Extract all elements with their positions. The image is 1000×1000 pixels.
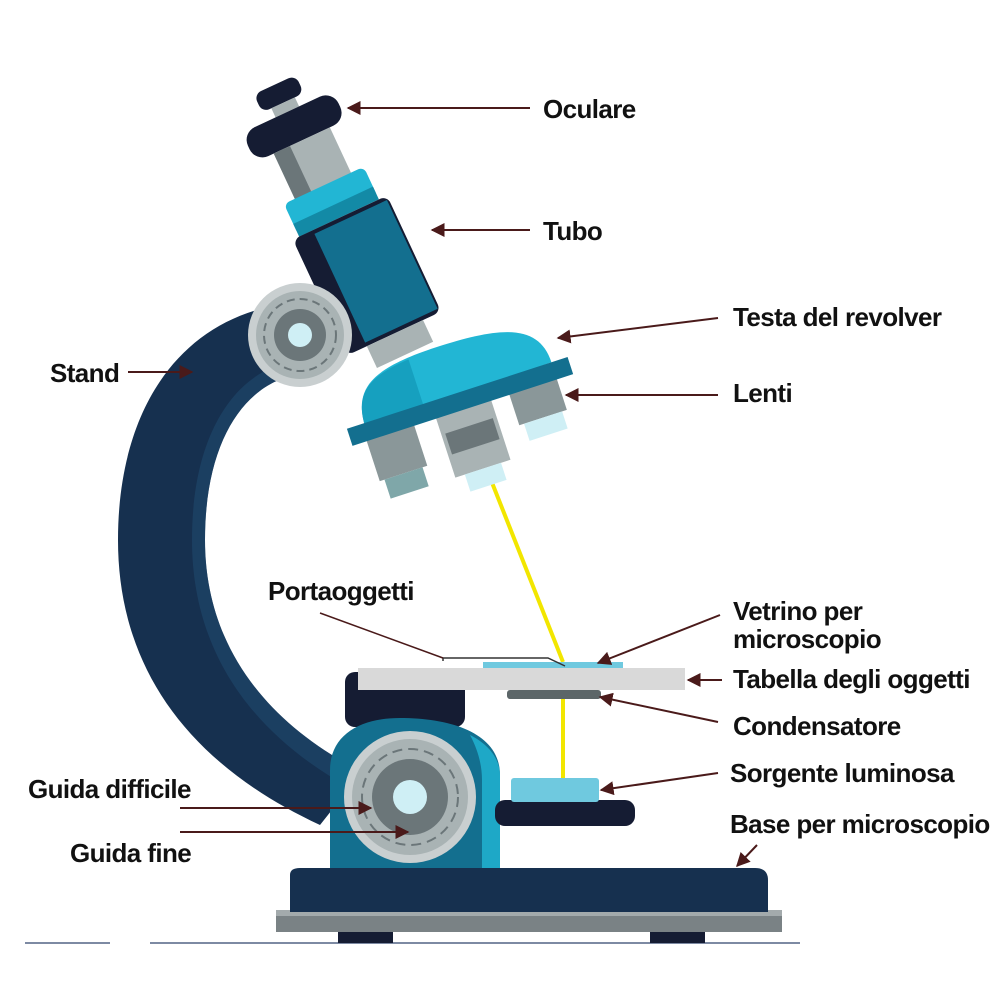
focus-knob[interactable] <box>344 731 476 863</box>
label-vetrino-line1: Vetrino per <box>733 596 863 626</box>
label-tabella: Tabella degli oggetti <box>686 664 970 694</box>
label-portaoggetti: Portaoggetti <box>268 576 444 659</box>
microscope-base <box>276 868 782 943</box>
label-tubo-text: Tubo <box>543 216 602 246</box>
label-portaoggetti-text: Portaoggetti <box>268 576 414 606</box>
label-oculare: Oculare <box>346 94 636 124</box>
label-condensatore-text: Condensatore <box>733 711 901 741</box>
revolver-assembly <box>346 332 574 499</box>
label-stand-text: Stand <box>50 358 119 388</box>
label-vetrino-line2: microscopio <box>733 624 881 654</box>
label-guida-difficile: Guida difficile <box>28 774 373 815</box>
light-ray <box>485 469 565 780</box>
label-vetrino: Vetrino per microscopio <box>596 596 882 665</box>
label-guida-fine: Guida fine <box>70 825 410 868</box>
label-tabella-text: Tabella degli oggetti <box>733 664 970 694</box>
label-guida-fine-text: Guida fine <box>70 838 191 868</box>
label-testa-revolver-text: Testa del revolver <box>733 302 942 332</box>
label-stand: Stand <box>50 358 194 388</box>
label-oculare-text: Oculare <box>543 94 636 124</box>
label-guida-difficile-text: Guida difficile <box>28 774 191 804</box>
label-base: Base per microscopio <box>730 809 990 868</box>
label-lenti: Lenti <box>564 378 793 408</box>
label-tubo: Tubo <box>430 216 603 246</box>
label-lenti-text: Lenti <box>733 378 792 408</box>
stage-clip <box>442 657 566 667</box>
stage-table <box>358 662 685 699</box>
label-testa-revolver: Testa del revolver <box>556 302 942 344</box>
label-sorgente-text: Sorgente luminosa <box>730 758 955 788</box>
microscope-arm <box>118 307 362 825</box>
label-sorgente: Sorgente luminosa <box>599 758 956 796</box>
label-condensatore: Condensatore <box>598 692 901 741</box>
label-base-text: Base per microscopio <box>730 809 990 839</box>
arm-knob <box>248 283 352 387</box>
light-source <box>511 778 599 802</box>
objective-lenses <box>365 371 568 499</box>
